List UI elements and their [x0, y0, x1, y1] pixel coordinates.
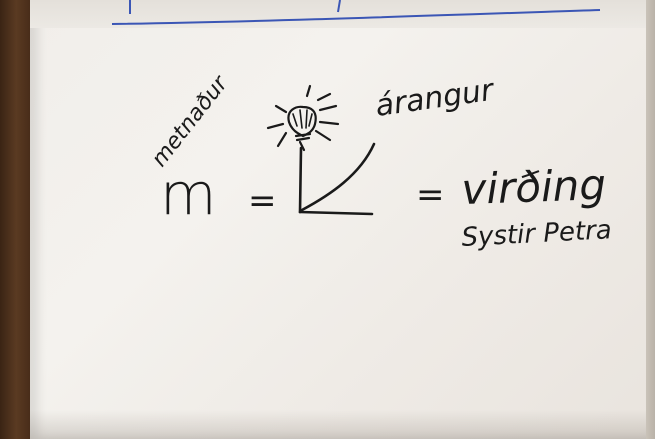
- equals-sign-right: =: [416, 175, 445, 215]
- equals-sign-left: =: [248, 181, 277, 221]
- graph-x-axis: [298, 210, 374, 216]
- wall-edge: [643, 0, 655, 439]
- label-metnadur: metnaður: [147, 70, 234, 172]
- label-arangur: árangur: [373, 73, 497, 124]
- graph-y-axis: [298, 146, 303, 214]
- graph-curve: [300, 142, 376, 212]
- result-virding: virðing: [461, 160, 607, 214]
- growth-graph: [298, 142, 376, 216]
- top-blue-lines: [111, 0, 601, 25]
- signature-systir-petra: Systir Petra: [461, 215, 613, 253]
- flipchart-paper: [30, 0, 646, 439]
- paper-shadow: [30, 410, 646, 439]
- lightbulb-icon: [266, 84, 340, 152]
- variable-m: m: [160, 160, 217, 228]
